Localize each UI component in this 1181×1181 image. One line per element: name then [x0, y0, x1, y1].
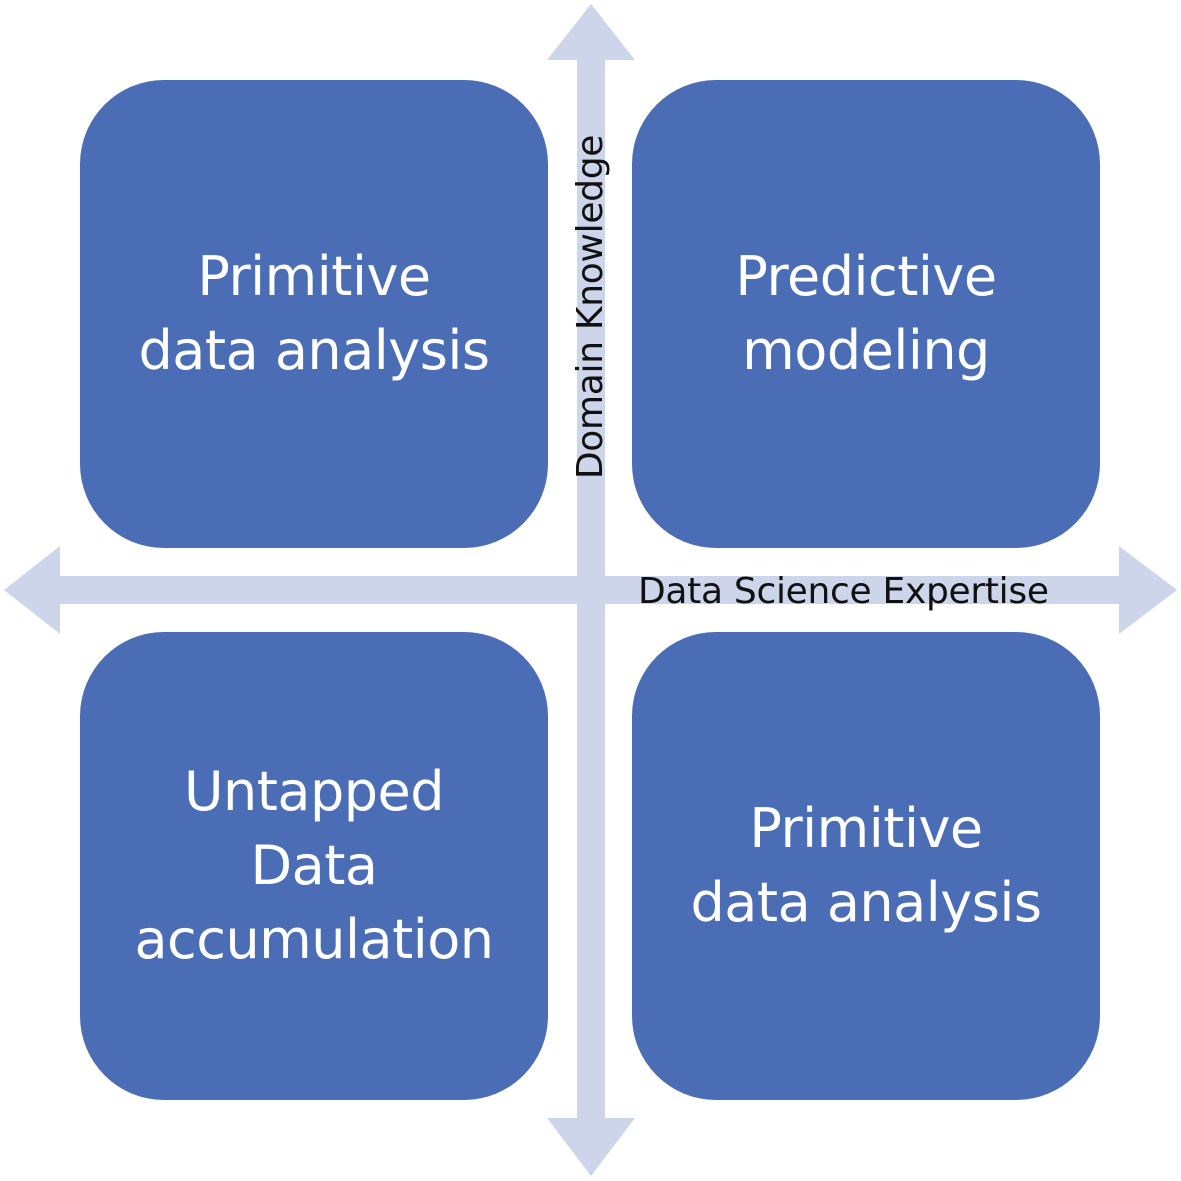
x-axis-label: Data Science Expertise [638, 571, 1049, 612]
y-axis-label: Domain Knowledge [570, 134, 611, 480]
quadrant-line: Untapped [183, 760, 445, 823]
quadrant-line: data analysis [138, 319, 490, 382]
up-arrowhead [547, 4, 635, 60]
right-arrowhead [1119, 546, 1177, 634]
quadrant-line: accumulation [134, 908, 494, 971]
quadrant-line: data analysis [690, 871, 1042, 934]
quadrant-line: Primitive [749, 797, 983, 860]
down-arrowhead [547, 1118, 635, 1176]
horizontal-axis-shaft [58, 576, 1122, 604]
quadrant-line: Predictive [735, 245, 997, 308]
quadrant-line: Data [250, 834, 378, 897]
quadrant-top-left-text: Primitive data analysis [139, 240, 490, 388]
quadrant-bottom-right: Primitive data analysis [632, 632, 1100, 1100]
quadrant-top-right-text: Predictive modeling [735, 240, 997, 388]
quadrant-top-right: Predictive modeling [632, 80, 1100, 548]
quadrant-bottom-left: Untapped Data accumulation [80, 632, 548, 1100]
quadrant-bottom-left-text: Untapped Data accumulation [134, 755, 494, 977]
quadrant-line: Primitive [197, 245, 431, 308]
quadrant-line: modeling [742, 319, 990, 382]
quadrant-bottom-right-text: Primitive data analysis [691, 792, 1042, 940]
left-arrowhead [4, 546, 60, 634]
quadrant-top-left: Primitive data analysis [80, 80, 548, 548]
